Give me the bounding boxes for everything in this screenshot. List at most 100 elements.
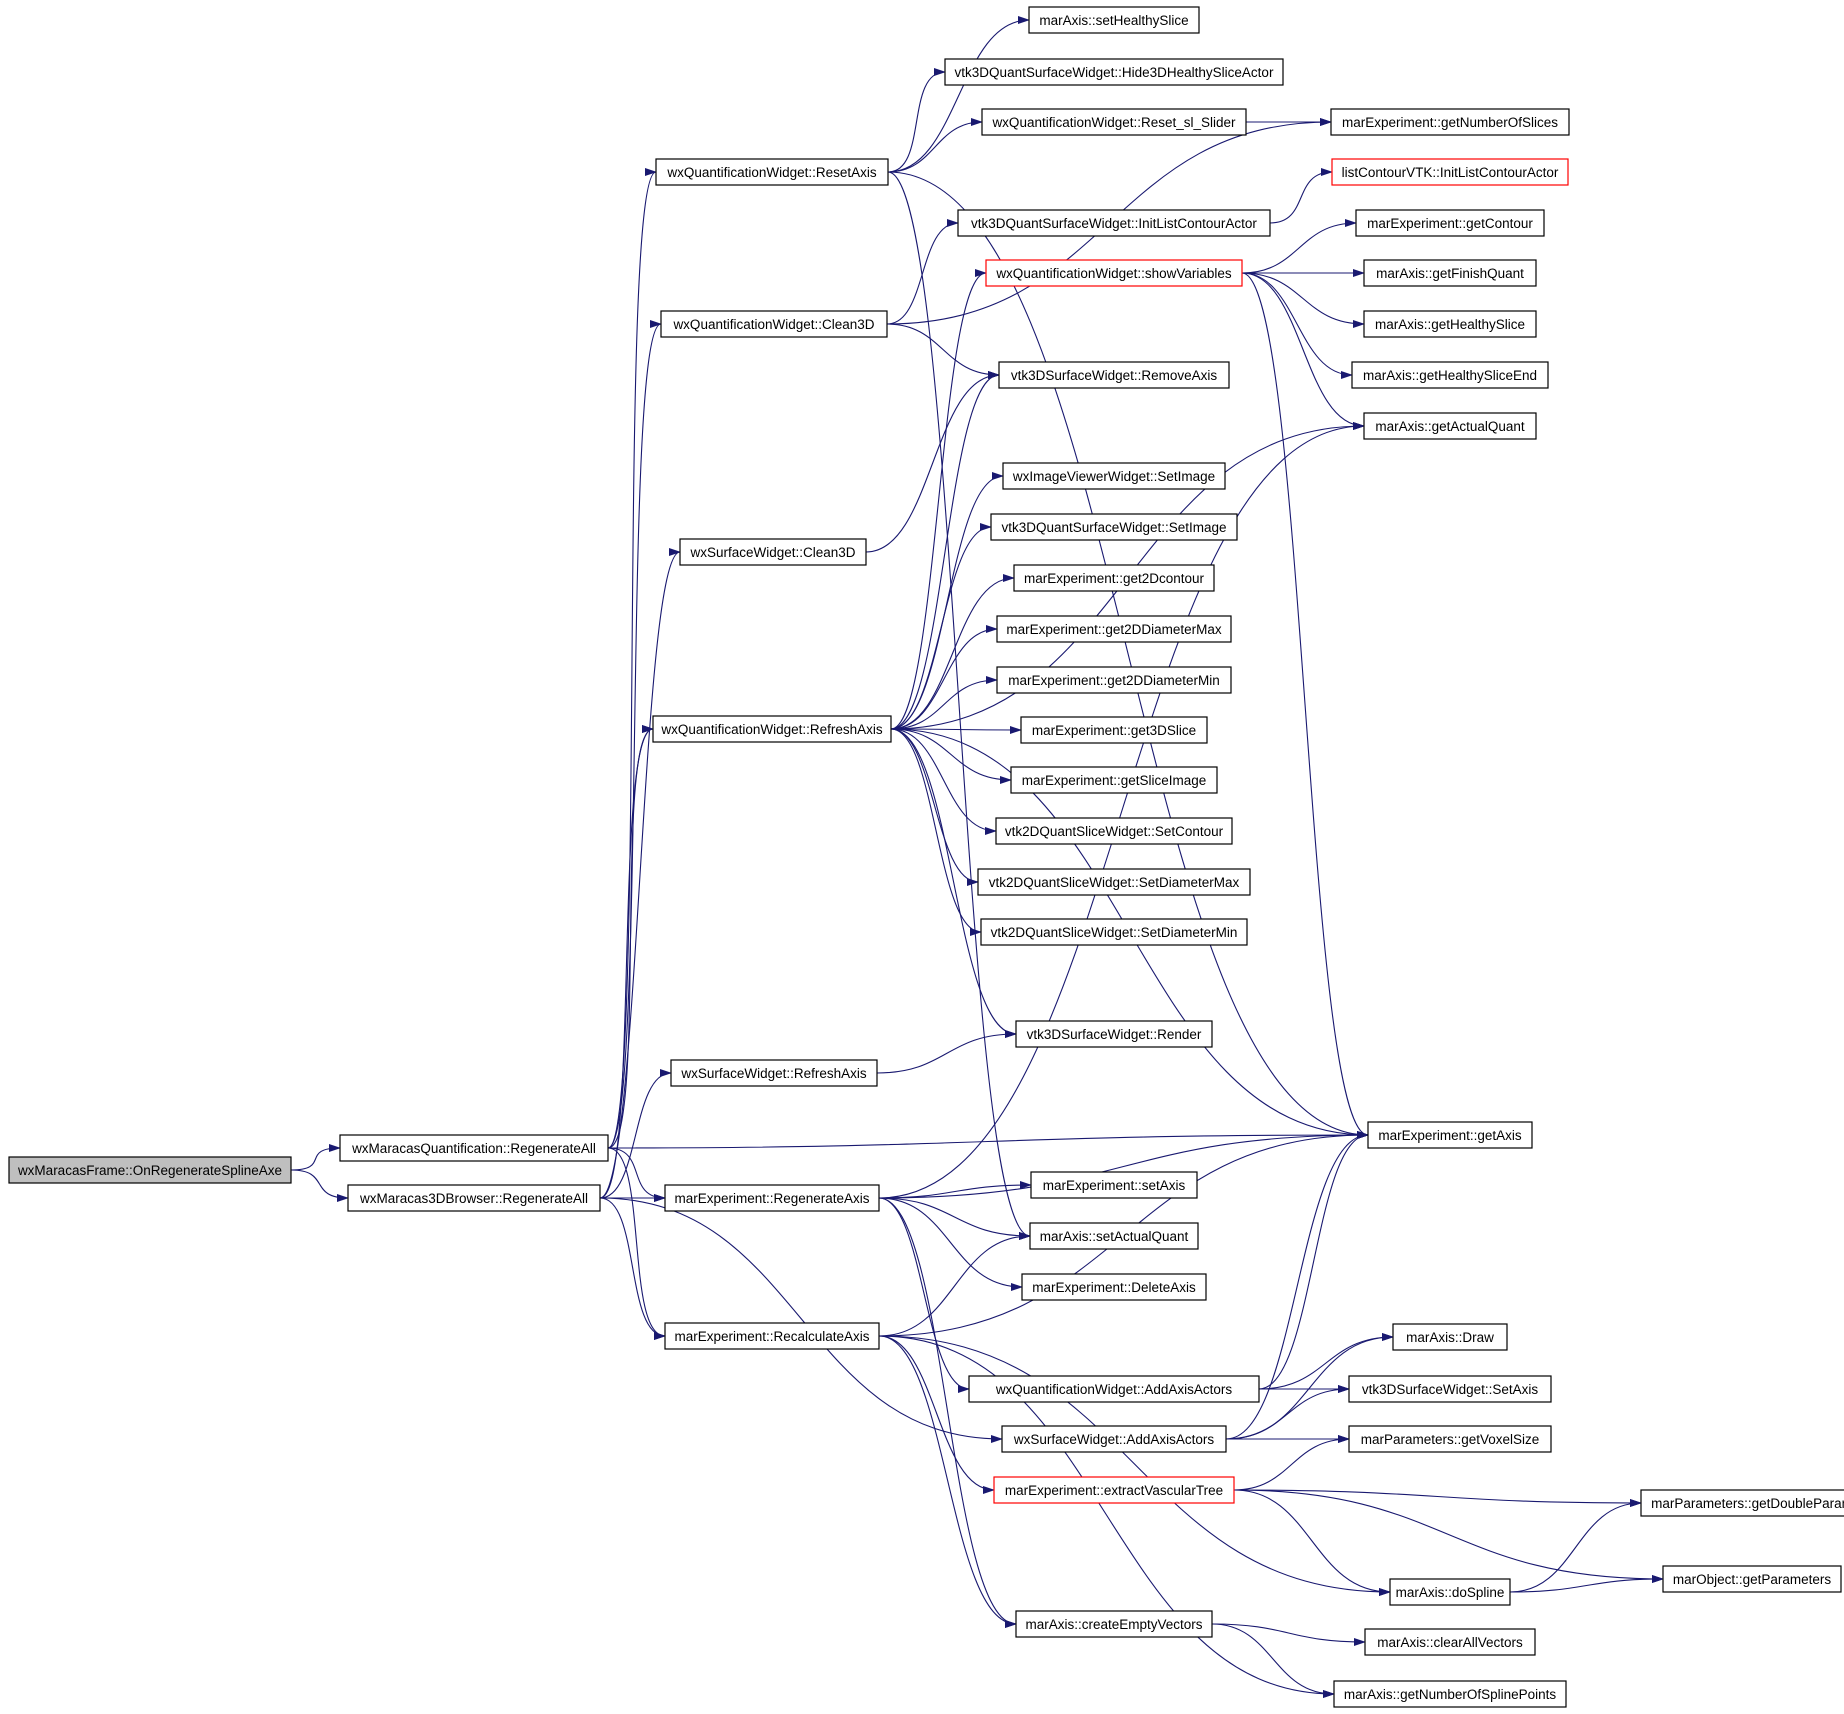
function-node-label: vtk3DQuantSurfaceWidget::SetImage bbox=[1001, 520, 1226, 535]
function-node-label: vtk3DSurfaceWidget::RemoveAxis bbox=[1011, 368, 1218, 383]
function-node[interactable]: wxQuantificationWidget::AddAxisActors bbox=[968, 1375, 1260, 1403]
root-function-node[interactable]: wxMaracasFrame::OnRegenerateSplineAxe bbox=[8, 1156, 292, 1184]
function-node[interactable]: marExperiment::RegenerateAxis bbox=[664, 1184, 880, 1212]
function-node[interactable]: marExperiment::setAxis bbox=[1030, 1171, 1198, 1199]
function-node[interactable]: marExperiment::get2DDiameterMin bbox=[996, 666, 1232, 694]
function-node-label: marAxis::getHealthySliceEnd bbox=[1363, 368, 1537, 383]
function-node[interactable]: marAxis::doSpline bbox=[1389, 1578, 1511, 1606]
function-node[interactable]: marAxis::setActualQuant bbox=[1029, 1222, 1199, 1250]
function-node[interactable]: marAxis::getNumberOfSplinePoints bbox=[1333, 1680, 1567, 1708]
function-node-box bbox=[652, 715, 892, 743]
call-edge bbox=[1211, 1623, 1335, 1698]
function-node[interactable]: wxImageViewerWidget::SetImage bbox=[1002, 462, 1226, 490]
function-node[interactable]: vtk3DSurfaceWidget::RemoveAxis bbox=[998, 361, 1230, 389]
function-node[interactable]: wxQuantificationWidget::Reset_sl_Slider bbox=[981, 108, 1247, 136]
call-edge bbox=[890, 728, 1012, 784]
function-node-box bbox=[980, 918, 1248, 946]
function-node[interactable]: marAxis::Draw bbox=[1392, 1323, 1508, 1351]
function-node[interactable]: vtk2DQuantSliceWidget::SetContour bbox=[995, 817, 1233, 845]
function-node-label: marAxis::setHealthySlice bbox=[1039, 13, 1188, 28]
function-node[interactable]: marExperiment::DeleteAxis bbox=[1021, 1273, 1207, 1301]
function-node-box bbox=[1364, 1628, 1536, 1656]
function-node[interactable]: vtk3DQuantSurfaceWidget::Hide3DHealthySl… bbox=[944, 58, 1284, 86]
function-node[interactable]: vtk3DQuantSurfaceWidget::InitListContour… bbox=[957, 209, 1271, 237]
function-node-box bbox=[1013, 564, 1215, 592]
call-edge bbox=[878, 1197, 1017, 1628]
function-node-box bbox=[679, 538, 867, 566]
function-node[interactable]: wxQuantificationWidget::Clean3D bbox=[660, 310, 888, 338]
function-node-label: vtk3DQuantSurfaceWidget::InitListContour… bbox=[971, 216, 1257, 231]
function-node-box bbox=[8, 1156, 292, 1184]
function-node[interactable]: marExperiment::get2Dcontour bbox=[1013, 564, 1215, 592]
call-edge bbox=[599, 1197, 666, 1340]
function-node[interactable]: wxSurfaceWidget::RefreshAxis bbox=[670, 1059, 878, 1087]
call-edge bbox=[886, 323, 1000, 379]
function-node[interactable]: wxSurfaceWidget::AddAxisActors bbox=[1001, 1425, 1227, 1453]
function-node[interactable]: marAxis::getFinishQuant bbox=[1363, 259, 1537, 287]
function-node-box bbox=[1001, 1425, 1227, 1453]
function-node-box bbox=[985, 259, 1243, 287]
function-node-label: marAxis::getFinishQuant bbox=[1376, 266, 1524, 281]
function-node[interactable]: vtk3DQuantSurfaceWidget::SetImage bbox=[990, 513, 1238, 541]
function-node[interactable]: marAxis::getHealthySlice bbox=[1363, 310, 1537, 338]
function-node[interactable]: marExperiment::RecalculateAxis bbox=[664, 1322, 880, 1350]
function-node-box bbox=[996, 615, 1232, 643]
function-node[interactable]: wxSurfaceWidget::Clean3D bbox=[679, 538, 867, 566]
function-node-label: wxQuantificationWidget::showVariables bbox=[995, 266, 1232, 281]
call-edge bbox=[599, 1197, 1003, 1443]
function-node[interactable]: marExperiment::getAxis bbox=[1367, 1121, 1533, 1149]
function-node-label: marObject::getParameters bbox=[1673, 1572, 1832, 1587]
function-node[interactable]: marExperiment::get3DSlice bbox=[1020, 716, 1208, 744]
call-edge bbox=[878, 1197, 970, 1393]
function-node[interactable]: marExperiment::extractVascularTree bbox=[993, 1476, 1235, 1504]
function-node-label: marParameters::getVoxelSize bbox=[1361, 1432, 1540, 1447]
call-edge bbox=[599, 725, 654, 1199]
call-edge bbox=[1509, 1575, 1664, 1593]
function-node[interactable]: wxMaracas3DBrowser::RegenerateAll bbox=[347, 1184, 601, 1212]
function-node-box bbox=[1331, 158, 1569, 186]
function-node[interactable]: marAxis::getHealthySliceEnd bbox=[1351, 361, 1549, 389]
function-node[interactable]: marAxis::setHealthySlice bbox=[1028, 6, 1200, 34]
function-node-label: marExperiment::DeleteAxis bbox=[1032, 1280, 1196, 1295]
function-node[interactable]: wxQuantificationWidget::RefreshAxis bbox=[652, 715, 892, 743]
function-node[interactable]: vtk2DQuantSliceWidget::SetDiameterMax bbox=[977, 868, 1251, 896]
function-node[interactable]: marExperiment::get2DDiameterMax bbox=[996, 615, 1232, 643]
function-node-box bbox=[968, 1375, 1260, 1403]
function-node-box bbox=[944, 58, 1284, 86]
function-node[interactable]: marParameters::getVoxelSize bbox=[1348, 1425, 1552, 1453]
function-node[interactable]: wxMaracasQuantification::RegenerateAll bbox=[339, 1134, 609, 1162]
function-node-box bbox=[1015, 1020, 1213, 1048]
function-node[interactable]: marAxis::clearAllVectors bbox=[1364, 1628, 1536, 1656]
call-edge bbox=[878, 1197, 1031, 1240]
call-edge bbox=[599, 1069, 672, 1199]
function-node[interactable]: marExperiment::getSliceImage bbox=[1010, 766, 1218, 794]
call-edge bbox=[878, 422, 1365, 1199]
function-node[interactable]: listContourVTK::InitListContourActor bbox=[1331, 158, 1569, 186]
function-node-box bbox=[339, 1134, 609, 1162]
call-edge bbox=[876, 1030, 1017, 1074]
function-node[interactable]: marParameters::getDoubleParam bbox=[1640, 1489, 1844, 1517]
call-edge bbox=[890, 728, 979, 886]
function-node-box bbox=[995, 817, 1233, 845]
function-node-label: marExperiment::RegenerateAxis bbox=[674, 1191, 869, 1206]
function-node[interactable]: marAxis::getActualQuant bbox=[1363, 412, 1537, 440]
call-edge bbox=[887, 171, 1369, 1139]
function-node-box bbox=[996, 666, 1232, 694]
call-edge bbox=[607, 1131, 1369, 1149]
function-node[interactable]: marExperiment::getNumberOfSlices bbox=[1330, 108, 1570, 136]
function-node[interactable]: marExperiment::getContour bbox=[1355, 209, 1545, 237]
function-node[interactable]: wxQuantificationWidget::ResetAxis bbox=[655, 158, 889, 186]
function-node[interactable]: marAxis::createEmptyVectors bbox=[1015, 1610, 1213, 1638]
function-node-label: wxMaracasQuantification::RegenerateAll bbox=[351, 1141, 596, 1156]
function-node[interactable]: vtk3DSurfaceWidget::SetAxis bbox=[1348, 1375, 1552, 1403]
call-edge bbox=[878, 1131, 1369, 1199]
function-node[interactable]: wxQuantificationWidget::showVariables bbox=[985, 259, 1243, 287]
function-node-box bbox=[1010, 766, 1218, 794]
function-node-label: marExperiment::get2Dcontour bbox=[1024, 571, 1205, 586]
function-node[interactable]: vtk3DSurfaceWidget::Render bbox=[1015, 1020, 1213, 1048]
function-node-box bbox=[1015, 1610, 1213, 1638]
function-node[interactable]: vtk2DQuantSliceWidget::SetDiameterMin bbox=[980, 918, 1248, 946]
function-node[interactable]: marObject::getParameters bbox=[1662, 1565, 1842, 1593]
function-node-label: marAxis::Draw bbox=[1406, 1330, 1494, 1345]
function-node-box bbox=[977, 868, 1251, 896]
